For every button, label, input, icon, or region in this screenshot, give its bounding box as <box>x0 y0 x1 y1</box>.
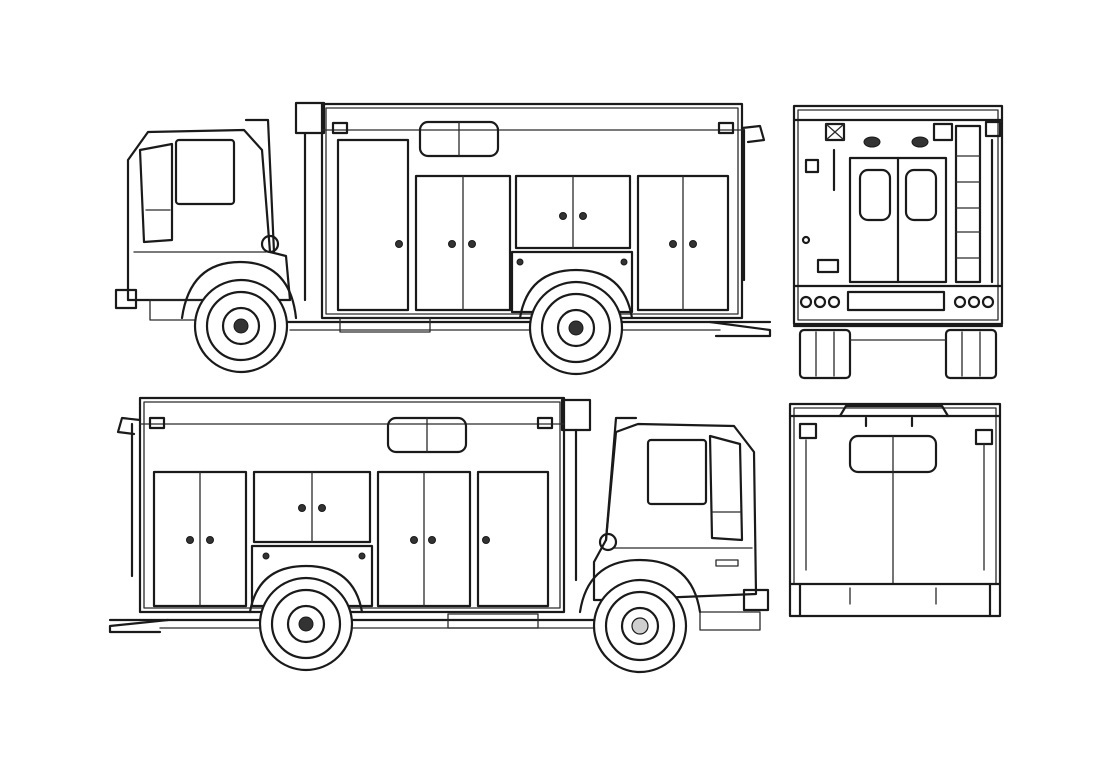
front-wheel <box>592 578 688 674</box>
marker-light <box>798 422 818 440</box>
compartment-doors <box>336 138 730 314</box>
left-side-view <box>114 101 772 376</box>
rear-wheel <box>528 280 624 376</box>
cab <box>592 416 770 612</box>
right-side-view <box>108 396 770 674</box>
rear-door-window <box>858 168 892 222</box>
rear-ladder <box>954 124 994 284</box>
cab <box>114 118 292 321</box>
marker-light <box>536 416 554 430</box>
cab-window <box>174 138 236 206</box>
front-wheel <box>193 278 289 374</box>
cab-window <box>646 438 708 506</box>
marker-light <box>331 121 349 135</box>
rescue-body <box>138 396 592 614</box>
rear-wheel-right <box>944 328 998 380</box>
cab-door-window <box>708 434 744 542</box>
rescue-body <box>294 101 744 320</box>
marker-light <box>148 416 166 430</box>
cab-door-window <box>138 142 174 244</box>
compartment-doors <box>152 470 550 608</box>
rear-door-window <box>904 168 938 222</box>
marker-light <box>974 428 994 446</box>
marker-light <box>717 121 735 135</box>
front-view <box>788 402 1002 618</box>
rear-view <box>792 104 1004 380</box>
rear-wheel-left <box>798 328 852 380</box>
rear-wheel <box>258 576 354 672</box>
